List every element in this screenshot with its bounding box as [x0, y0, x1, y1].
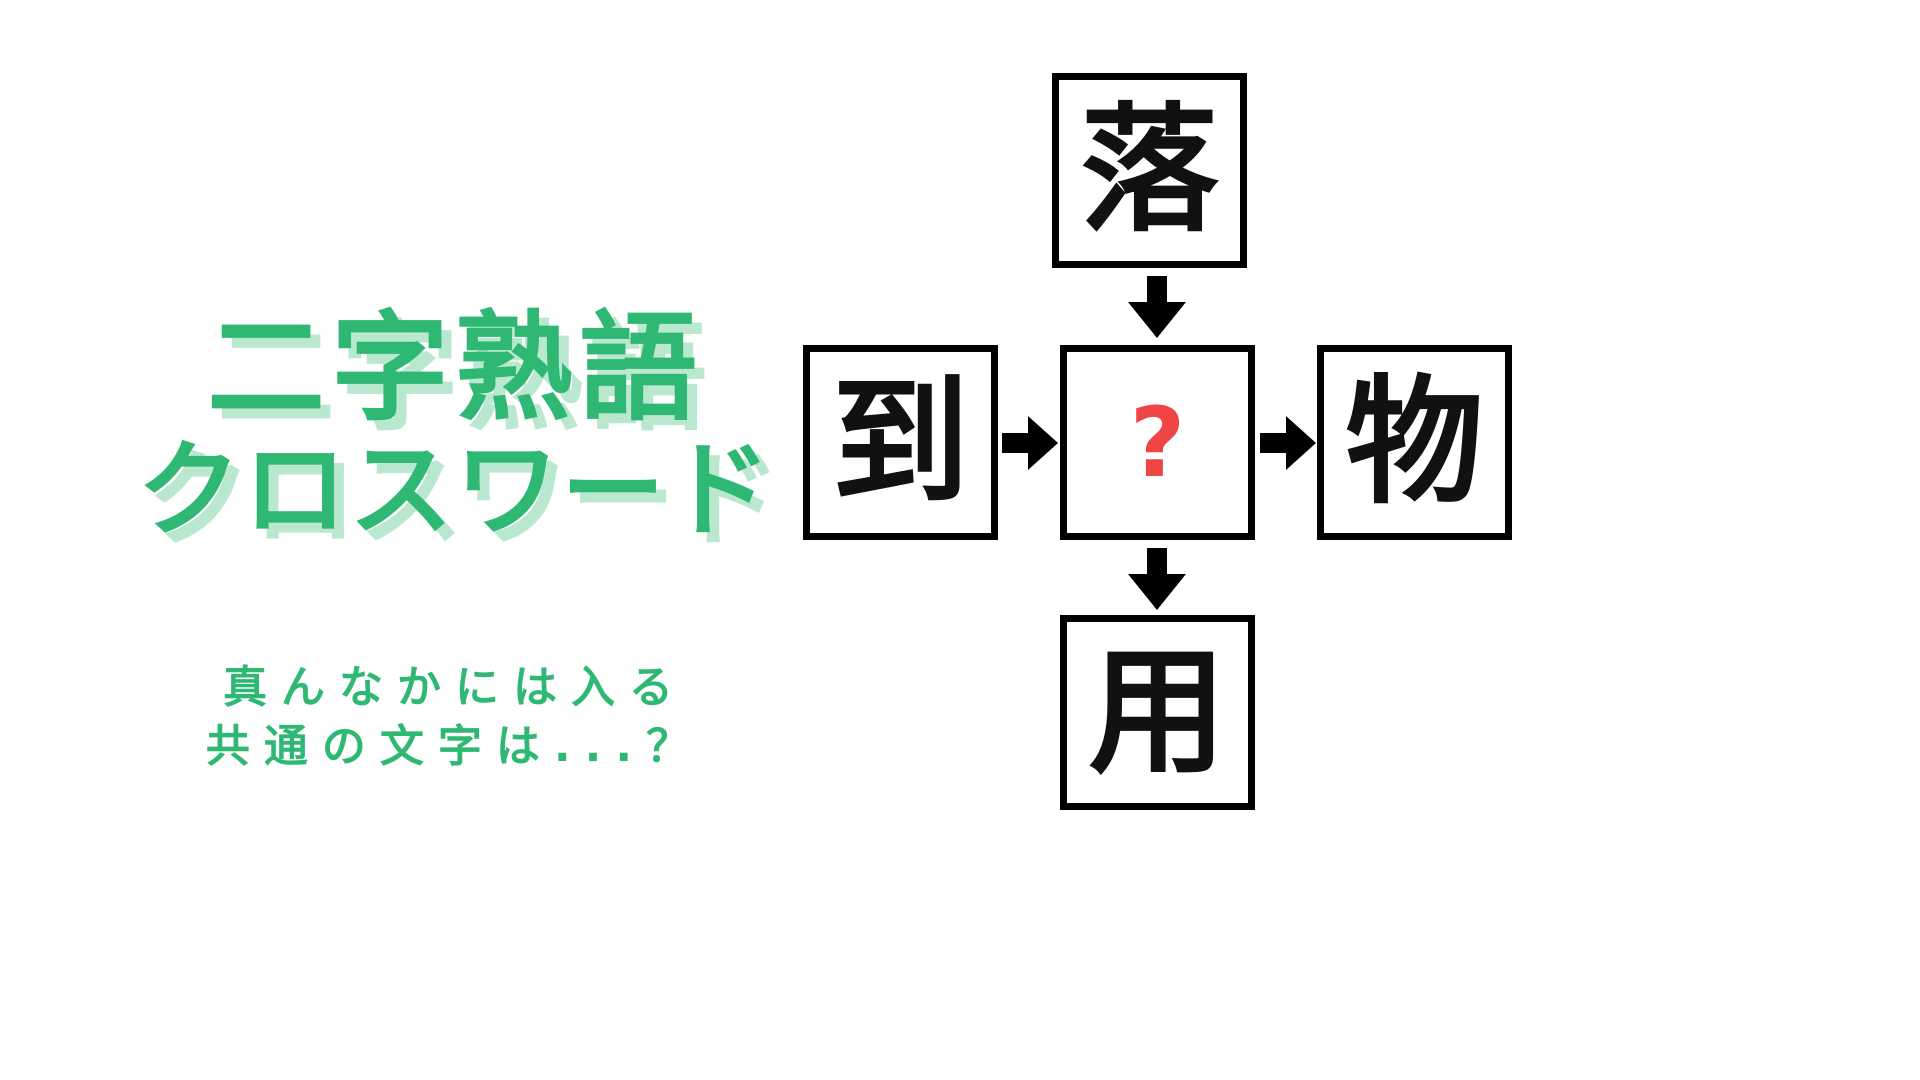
kanji-right: 物 [1345, 361, 1484, 523]
question-mark: ? [1129, 386, 1186, 499]
title-line-1: 二字熟語 [206, 298, 703, 437]
arrow-down-icon [1128, 276, 1186, 338]
arrow-right-icon [1260, 416, 1316, 470]
arrow-down-icon [1128, 548, 1186, 610]
title-line-2: クロスワード [136, 429, 773, 552]
kanji-box-bottom: 用 [1060, 615, 1255, 810]
kanji-box-center: ? [1060, 345, 1255, 540]
kanji-top: 落 [1080, 89, 1219, 251]
kanji-box-left: 到 [803, 345, 998, 540]
kanji-box-right: 物 [1317, 345, 1512, 540]
title-panel: 二字熟語 クロスワード 真んなかには入る 共通の文字は...？ [40, 0, 870, 1080]
subtitle-line-2: 共通の文字は...？ [205, 721, 705, 773]
kanji-bottom: 用 [1088, 631, 1227, 793]
kanji-box-top: 落 [1052, 73, 1247, 268]
page-title: 二字熟語 クロスワード [136, 298, 773, 552]
subtitle-line-1: 真んなかには入る [223, 661, 687, 713]
kanji-left: 到 [831, 361, 970, 523]
subtitle: 真んなかには入る 共通の文字は...？ [206, 658, 704, 777]
arrow-right-icon [1002, 416, 1058, 470]
